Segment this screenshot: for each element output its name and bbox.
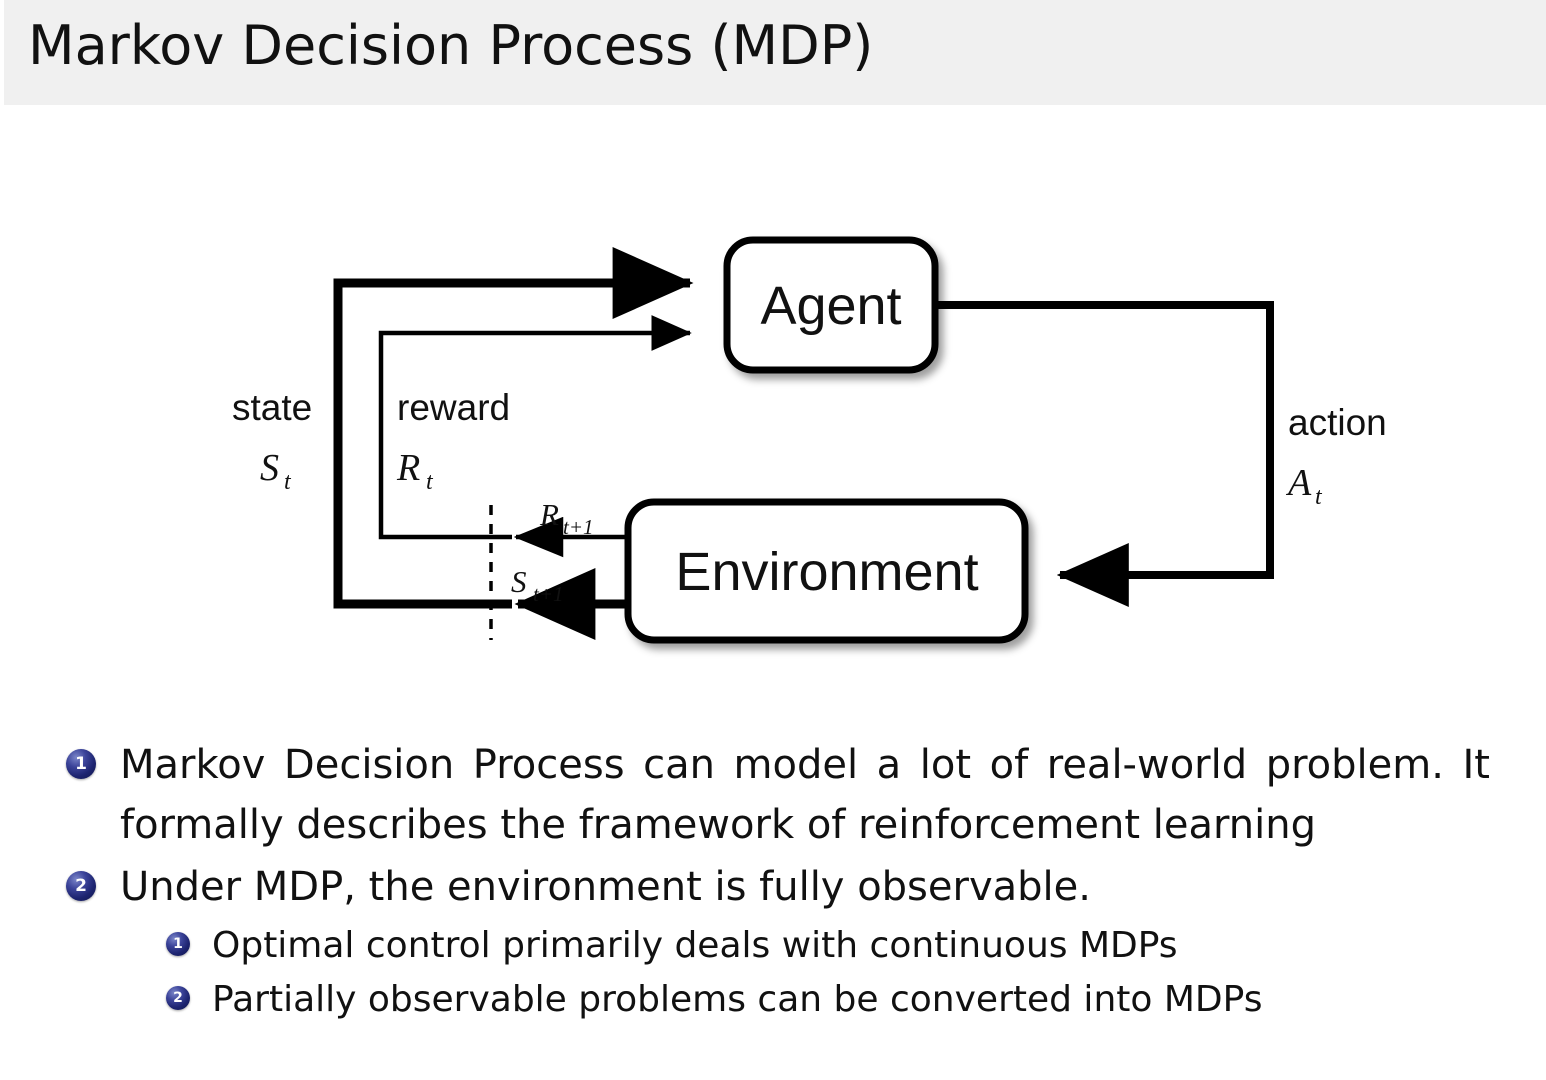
next-state-label: S t+1 [511, 564, 564, 606]
reward-symbol: R t [396, 447, 434, 495]
sub-bullet-marker-2: 2 [166, 986, 190, 1010]
svg-text:t: t [284, 469, 292, 495]
reward-label: reward [397, 387, 510, 428]
bullet-marker-1: 1 [66, 749, 96, 779]
bullet-list: 1 Markov Decision Process can model a lo… [0, 735, 1546, 1027]
state-symbol: S t [260, 447, 292, 495]
list-item[interactable]: 1 Markov Decision Process can model a lo… [66, 735, 1546, 855]
page-title: Markov Decision Process (MDP) [28, 14, 874, 77]
bullet-marker-2: 2 [66, 871, 96, 901]
environment-node-label: Environment [675, 542, 978, 602]
bullet-text: Under MDP, the environment is fully obse… [120, 864, 1091, 910]
slide-header: Markov Decision Process (MDP) [0, 0, 1546, 105]
sub-bullet-text: Optimal control primarily deals with con… [212, 925, 1178, 966]
bullet-text: Markov Decision Process can model a lot … [120, 742, 1490, 848]
sub-list-item[interactable]: 1 Optimal control primarily deals with c… [166, 919, 1546, 973]
svg-text:t+1: t+1 [563, 515, 594, 539]
sub-bullet-text: Partially observable problems can be con… [212, 979, 1263, 1020]
svg-text:A: A [1285, 462, 1312, 504]
mdp-diagram: Agent Environment state S t reward R t a… [0, 120, 1546, 700]
list-item[interactable]: 2 Under MDP, the environment is fully ob… [66, 857, 1546, 917]
action-symbol: A t [1285, 462, 1323, 510]
svg-text:S: S [260, 447, 279, 489]
sub-bullet-marker-1: 1 [166, 932, 190, 956]
svg-text:t: t [1315, 484, 1323, 510]
environment-node[interactable]: Environment [624, 498, 1029, 644]
svg-text:R: R [396, 447, 420, 489]
svg-text:S: S [511, 564, 527, 599]
state-feedback-path [333, 247, 694, 609]
svg-text:t+1: t+1 [533, 582, 564, 606]
next-reward-label: R t+1 [539, 497, 594, 539]
agent-node-label: Agent [760, 276, 901, 336]
action-path [936, 301, 1274, 607]
header-accent-bar [0, 0, 4, 105]
svg-text:t: t [426, 469, 434, 495]
svg-text:R: R [539, 497, 559, 532]
action-label: action [1288, 402, 1387, 443]
state-label: state [232, 387, 312, 428]
reward-feedback-path [378, 315, 692, 540]
agent-node[interactable]: Agent [723, 236, 939, 374]
sub-list-item[interactable]: 2 Partially observable problems can be c… [166, 973, 1546, 1027]
